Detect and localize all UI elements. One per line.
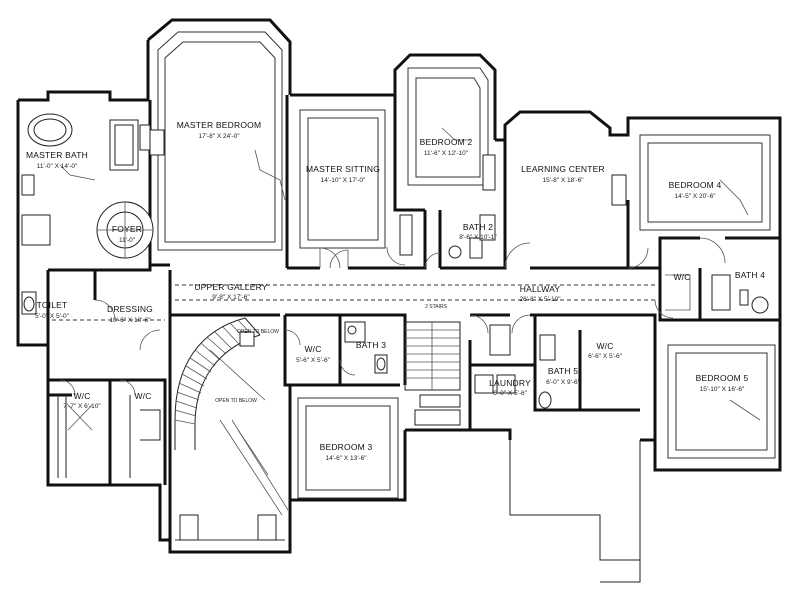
room-labels: MASTER BATH 11'-0" X 14'-0" MASTER BEDRO… [26,120,765,462]
room-size-wic-1: 7'-7" X 6'-10" [63,403,101,410]
room-size-wic-5: 6'-6" X 5'-6" [588,353,623,360]
room-label-wic-3: W/C [304,344,321,354]
room-label-bedroom-2: BEDROOM 2 [420,137,473,147]
room-label-hallway: HALLWAY [520,284,561,294]
room-label-master-bedroom: MASTER BEDROOM [177,120,262,130]
fixtures [21,113,769,541]
open-to-below-label: OPEN TO BELOW [215,398,257,404]
room-label-master-sitting: MASTER SITTING [306,164,380,174]
room-size-learning-center: 15'-8" X 18'-6" [542,177,584,184]
room-size-laundry: 6'-0" X 5'-6" [493,390,528,397]
room-size-foyer: 11'-0" [119,237,136,244]
room-label-toilet: TOILET [37,300,68,310]
room-size-bedroom-4: 14'-5" X 20'-6" [674,193,716,200]
leader-lines [59,127,761,476]
room-size-toilet: 5'-0" X 5'-0" [35,313,70,320]
interior-walls [46,95,780,540]
room-label-foyer: FOYER [112,224,142,234]
room-label-wic-5: W/C [596,341,613,351]
room-label-laundry: LAUNDRY [489,378,531,388]
room-label-dressing: DRESSING [107,304,153,314]
gallery-lines [209,349,289,516]
room-size-bath-5: 6'-0" X 9'-6" [546,379,581,386]
room-label-bedroom-3: BEDROOM 3 [320,442,373,452]
room-label-bedroom-5: BEDROOM 5 [696,373,749,383]
room-size-wic-3: 5'-6" X 5'-6" [296,357,331,364]
room-label-bath-2: BATH 2 [463,222,493,232]
stair-note: 2 STAIRS [425,304,448,310]
room-label-wic-2: W/C [134,391,151,401]
doors [59,237,726,396]
room-label-wic-1: W/C [73,391,90,401]
room-label-upper-gallery: UPPER GALLERY [194,282,267,292]
room-label-bath-3: BATH 3 [356,340,386,350]
room-size-hallway: 26'-8" X 5'-10" [519,296,561,303]
room-label-bedroom-4: BEDROOM 4 [669,180,722,190]
room-size-upper-gallery: 9'-8" X 17'-6" [212,294,250,301]
room-label-bath-4: BATH 4 [735,270,765,280]
room-size-bedroom-5: 15'-10" X 16'-6" [700,386,745,393]
exterior-walls [16,18,782,583]
room-size-master-bath: 11'-0" X 14'-0" [37,163,78,170]
room-label-learning-center: LEARNING CENTER [521,164,605,174]
room-size-master-bedroom: 17'-8" X 24'-0" [198,133,240,140]
ceiling-details [157,31,776,541]
room-size-bath-2: 8'-6" X 10'-1" [459,234,497,241]
room-label-bath-5: BATH 5 [548,366,578,376]
hallway-lines [52,284,655,321]
room-size-dressing: 10'-6" X 10'-6" [109,317,151,324]
open-to-below-label-2: OPEN TO BELOW [237,329,279,335]
room-label-master-bath: MASTER BATH [26,150,88,160]
room-label-wic-a: W/C [673,272,690,282]
room-size-bedroom-3: 14'-6" X 13'-6" [325,455,367,462]
room-size-master-sitting: 14'-10" X 17'-0" [321,177,366,184]
room-size-bedroom-2: 11'-6" X 12'-10" [424,150,469,157]
